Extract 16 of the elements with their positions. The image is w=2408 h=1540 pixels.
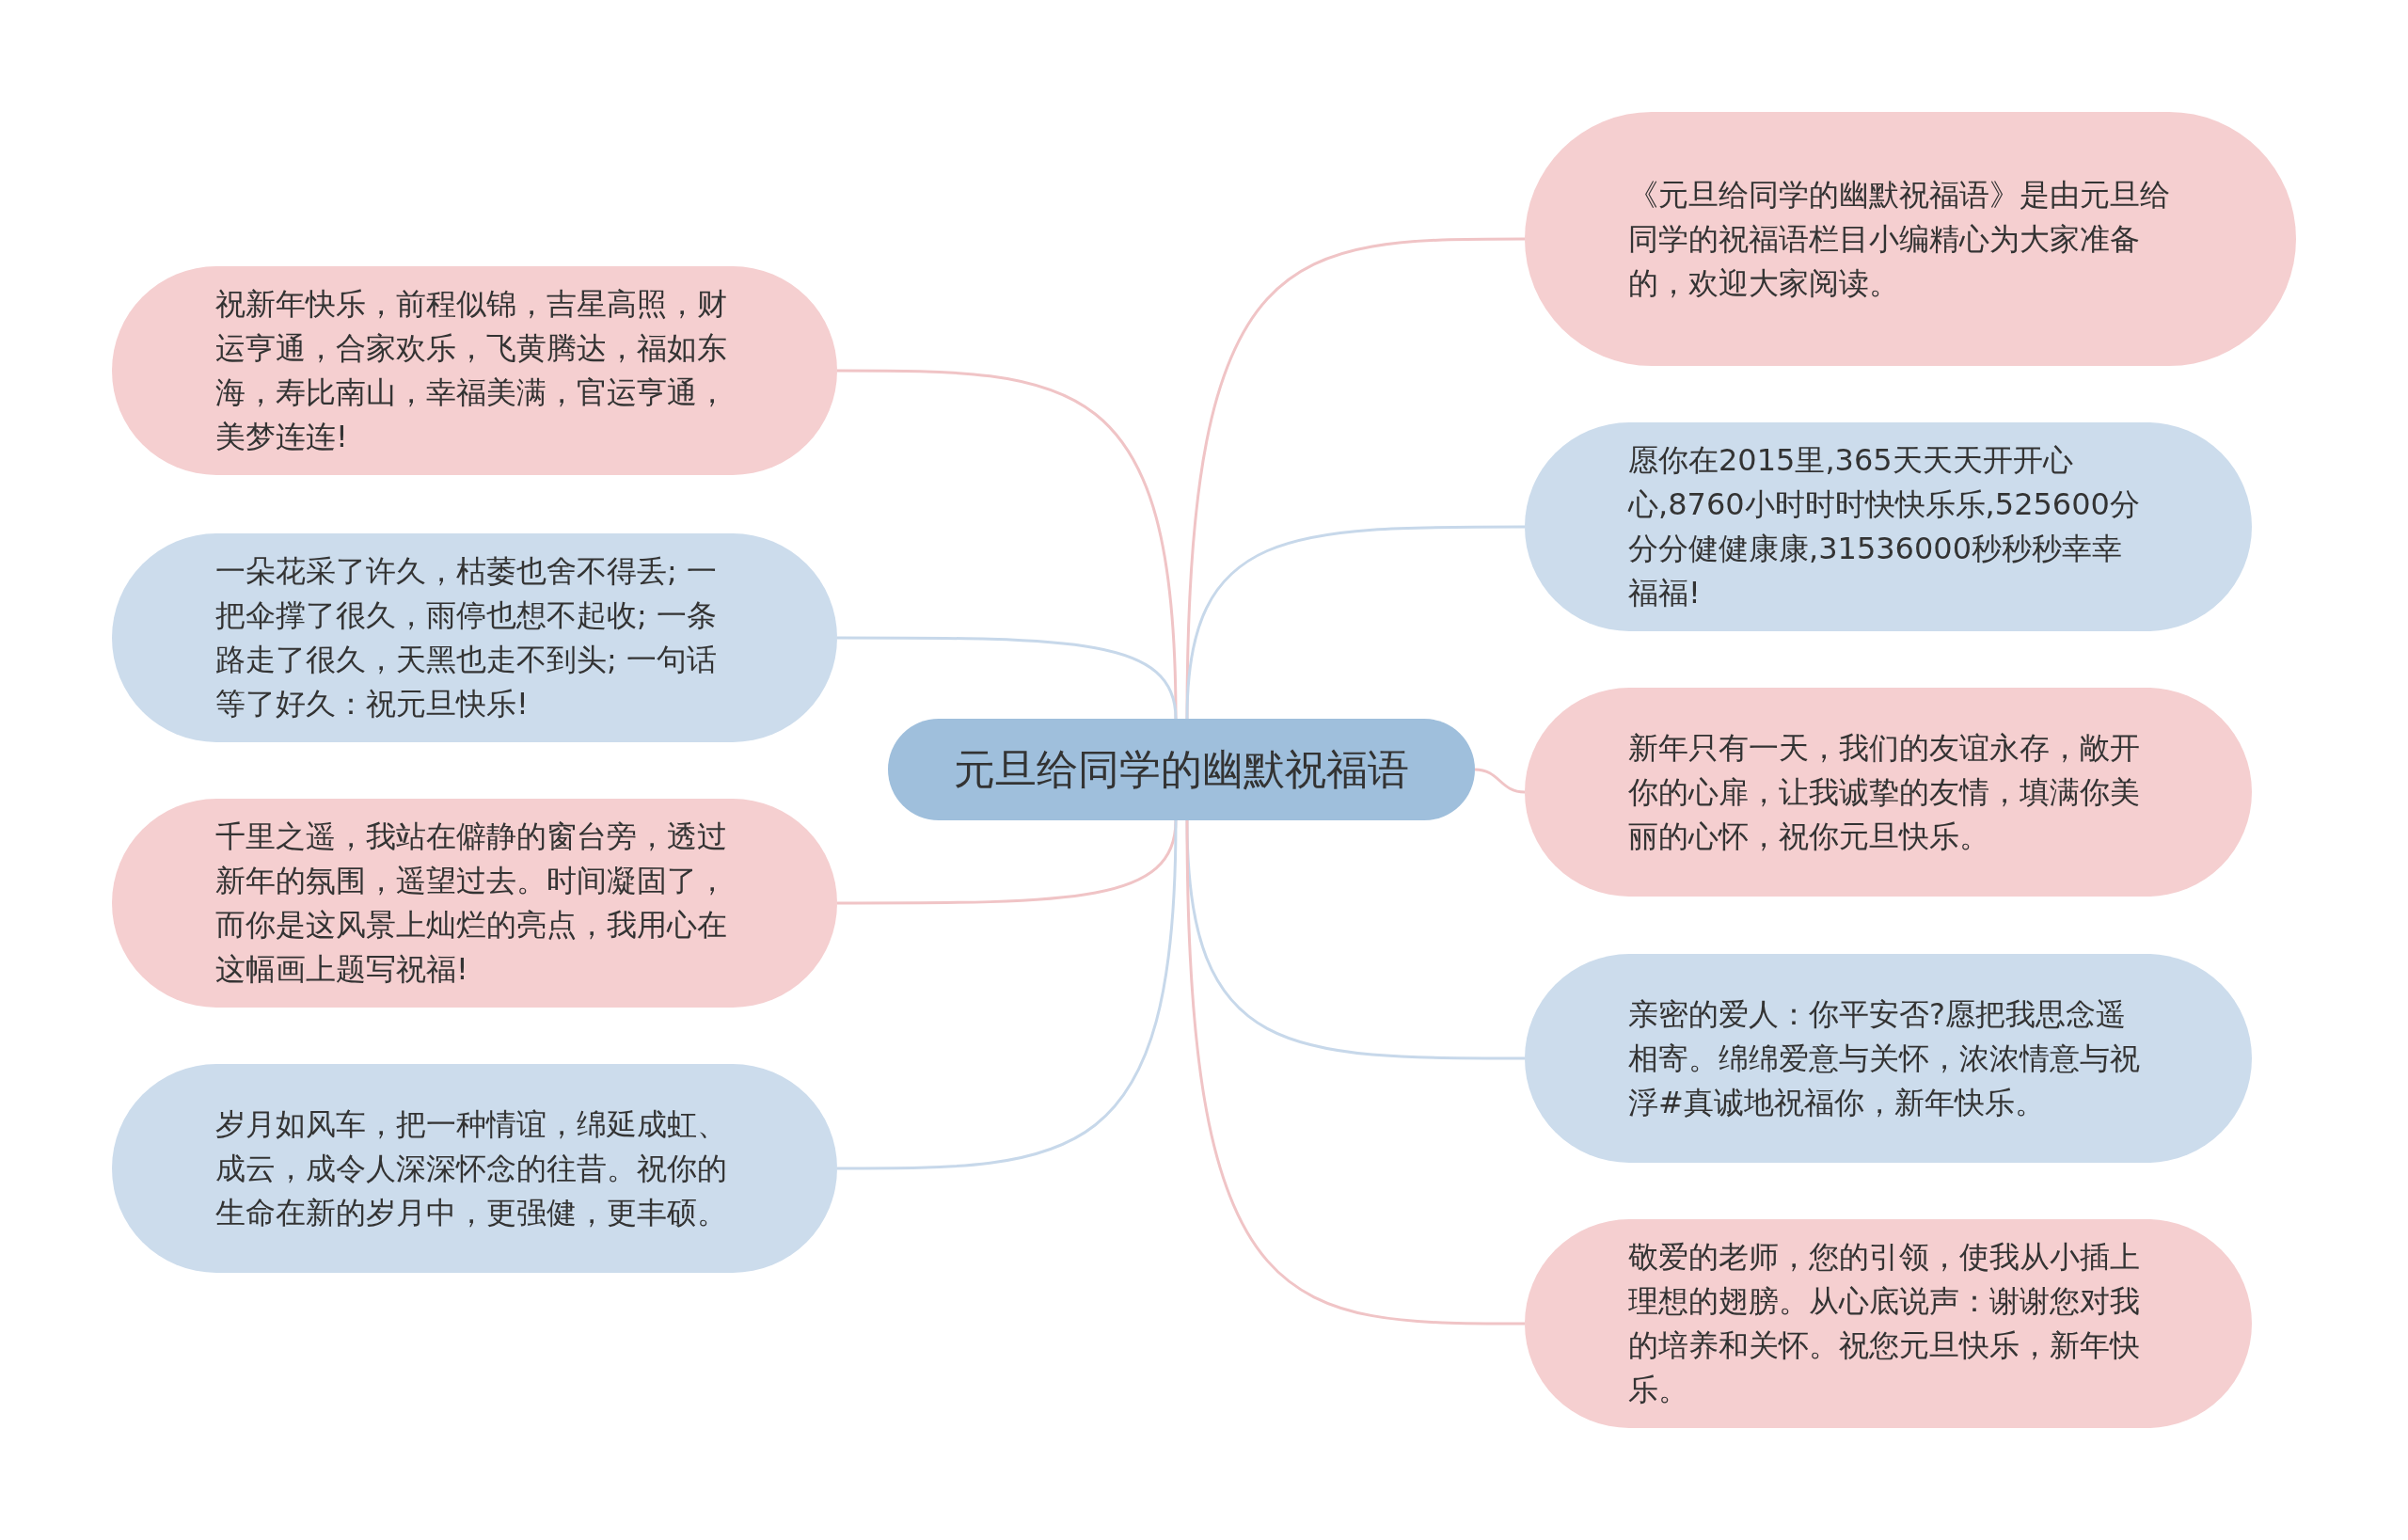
topic-text: 敬爱的老师，您的引领，使我从小插上理想的翅膀。从心底说声：谢谢您对我的培养和关怀。祝您元旦快乐，新年快乐。 bbox=[1628, 1238, 2141, 1409]
topic-text: 一朵花采了许久，枯萎也舍不得丢; 一把伞撑了很久，雨停也想不起收; 一条路走了很久，天黑也走不到头; 一句话等了好久：祝元旦快乐! bbox=[215, 552, 718, 723]
topic-text: 岁月如风车，把一种情谊，绵延成虹、成云，成令人深深怀念的往昔。祝你的生命在新的岁月中，更强健，更丰硕。 bbox=[215, 1104, 728, 1232]
connector-line bbox=[837, 819, 1178, 1170]
topic-title: 元旦给同学的幽默祝福语 bbox=[954, 744, 1409, 795]
connector-line bbox=[1185, 525, 1525, 720]
topic-text: 新年只有一天，我们的友谊永存，敞开你的心扉，让我诚挚的友情，填满你美丽的心怀，祝你元旦快乐。 bbox=[1628, 728, 2141, 856]
connector-line bbox=[1474, 768, 1526, 794]
connector-line bbox=[1185, 237, 1525, 720]
connector-line bbox=[1185, 819, 1525, 1326]
topic-text: 祝新年快乐，前程似锦，吉星高照，财运亨通，合家欢乐，飞黄腾达，福如东海，寿比南山，幸福美满，官运亨通，美梦连连! bbox=[215, 285, 728, 456]
topic-text: 愿你在2015里,365天天天开开心心,8760小时时时快快乐乐,525600分分分健健康康,31536000秒秒秒幸幸福福! bbox=[1628, 441, 2141, 612]
topic-text: 《元旦给同学的幽默祝福语》是由元旦给同学的祝福语栏目小编精心为大家准备的，欢迎大家阅读。 bbox=[1628, 175, 2171, 303]
connector-line bbox=[837, 636, 1178, 720]
topic-text: 亲密的爱人：你平安否?愿把我思念遥相寄。绵绵爱意与关怀，浓浓情意与祝浮#真诚地祝福你，新年快乐。 bbox=[1628, 994, 2141, 1122]
topic-text: 千里之遥，我站在僻静的窗台旁，透过新年的氛围，遥望过去。时间凝固了，而你是这风景上灿烂的亮点，我用心在这幅画上题写祝福! bbox=[215, 818, 728, 989]
